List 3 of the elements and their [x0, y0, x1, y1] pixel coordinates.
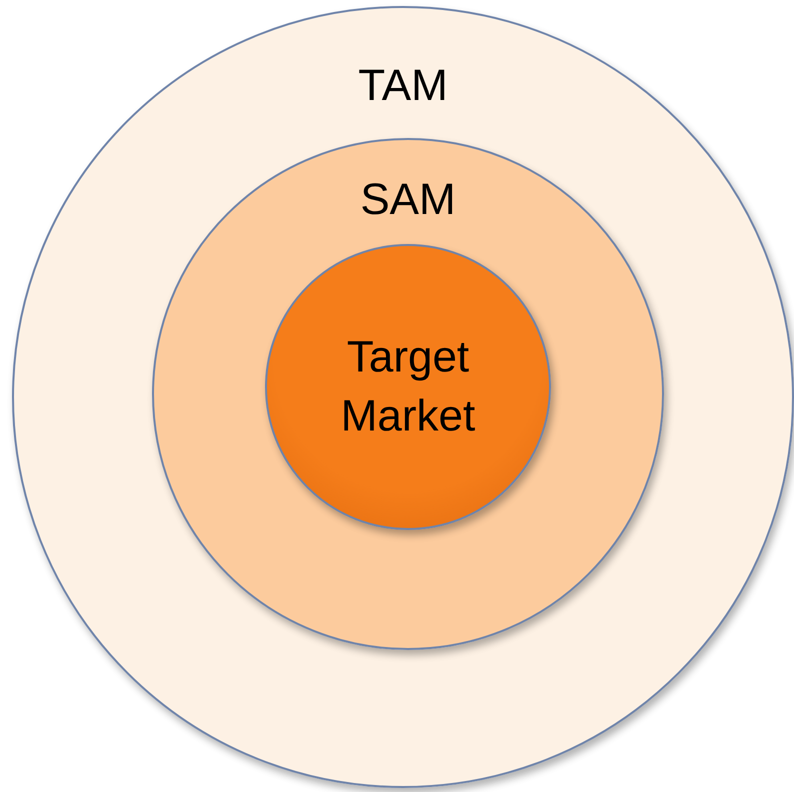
circle-label: Target Market: [340, 332, 476, 443]
circle-label: TAM: [358, 60, 448, 112]
circle-label: SAM: [360, 174, 456, 226]
